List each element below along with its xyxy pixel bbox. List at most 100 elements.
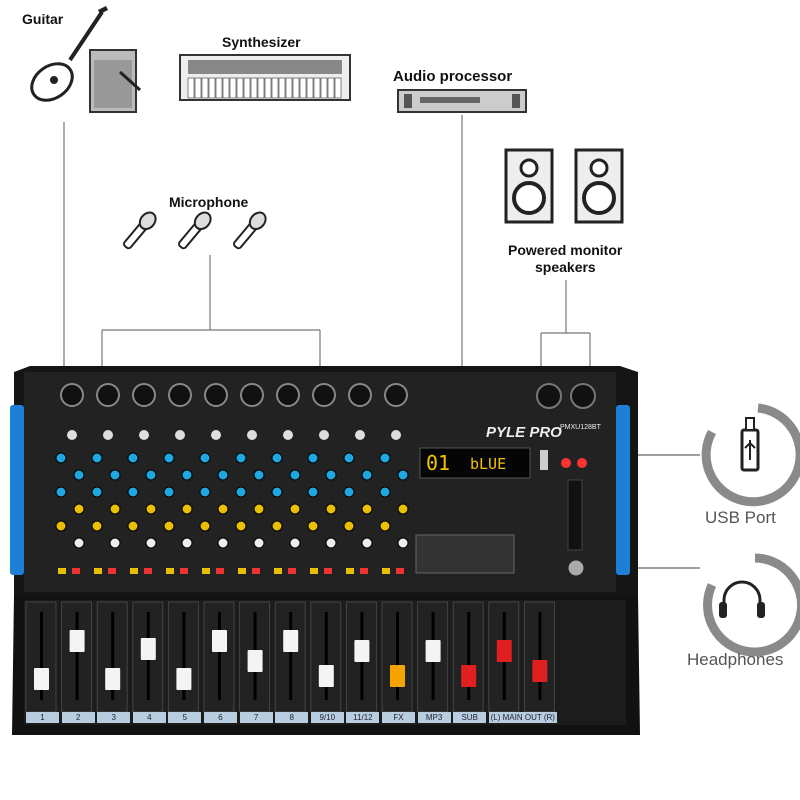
knob: [217, 503, 229, 515]
knob: [289, 503, 301, 515]
fader-knob[interactable]: [212, 630, 227, 652]
button: [94, 568, 102, 574]
model-number: PMXU128BT: [560, 424, 601, 431]
fader-knob[interactable]: [390, 665, 405, 687]
channel-strip: [235, 383, 265, 574]
knob: [307, 520, 319, 532]
fader-knob[interactable]: [105, 668, 121, 690]
knob: [199, 520, 211, 532]
fader-knob[interactable]: [318, 665, 334, 687]
input-jack: [132, 383, 156, 407]
microphone-icons: [123, 211, 267, 250]
fader-knob[interactable]: [354, 640, 370, 662]
knob: [145, 537, 157, 549]
input-jack: [276, 383, 300, 407]
fader-track: [75, 612, 79, 700]
gain-knob: [391, 430, 401, 440]
fader-label: 2: [61, 712, 95, 723]
fader-label: 5: [168, 712, 202, 723]
knob: [109, 469, 121, 481]
input-jack: [312, 383, 336, 407]
knob: [181, 537, 193, 549]
fader-knob[interactable]: [176, 668, 192, 690]
knob: [91, 520, 103, 532]
fader-knob[interactable]: [496, 640, 512, 662]
fader-label: 9/10: [310, 712, 344, 723]
fader-knob[interactable]: [69, 630, 85, 652]
knob: [163, 452, 175, 464]
fader-label: FX: [382, 712, 415, 723]
fader-knob[interactable]: [425, 640, 441, 662]
fader-label: 7: [239, 712, 273, 723]
button: [166, 568, 174, 574]
gain-knob: [319, 430, 329, 440]
knob: [127, 486, 139, 498]
fader-label: (L) MAIN OUT (R): [488, 712, 557, 723]
fader-knob[interactable]: [532, 660, 548, 682]
knob: [253, 469, 265, 481]
fader-knob[interactable]: [283, 630, 299, 652]
gain-knob: [211, 430, 221, 440]
usb-port-label: USB Port: [705, 508, 776, 527]
button: [202, 568, 210, 574]
gain-knob: [103, 430, 113, 440]
usb-callout: [701, 403, 800, 507]
knob: [271, 520, 283, 532]
fader-track: [467, 612, 471, 700]
knob: [145, 469, 157, 481]
button: [72, 568, 80, 574]
channel-strip: [379, 383, 409, 574]
channel-strip: [127, 383, 157, 574]
knob: [55, 452, 67, 464]
button: [324, 568, 332, 574]
knob: [361, 503, 373, 515]
knob: [181, 469, 193, 481]
button: [216, 568, 224, 574]
fader-track: [396, 612, 399, 700]
knob: [271, 486, 283, 498]
microphone-icon: [178, 211, 212, 250]
knob: [271, 452, 283, 464]
button: [130, 568, 138, 574]
knob: [379, 520, 391, 532]
input-jack: [60, 383, 84, 407]
knob: [379, 486, 391, 498]
fader-label: 11/12: [346, 712, 380, 723]
button: [238, 568, 246, 574]
knob: [343, 486, 355, 498]
knob: [307, 452, 319, 464]
microphone-icon: [123, 211, 157, 250]
knob: [253, 503, 265, 515]
knob: [91, 452, 103, 464]
knob: [343, 520, 355, 532]
gain-knob: [247, 430, 257, 440]
knob: [289, 469, 301, 481]
input-jack: [204, 383, 228, 407]
fader-knob[interactable]: [34, 668, 49, 690]
guitar-icon: [30, 6, 108, 102]
knob: [55, 486, 67, 498]
microphone-icon: [233, 211, 267, 250]
fader-knob[interactable]: [140, 638, 156, 660]
button: [58, 568, 66, 574]
knob: [163, 486, 175, 498]
knob: [127, 452, 139, 464]
speaker-icons: [504, 148, 624, 224]
knob: [217, 537, 229, 549]
knob: [55, 520, 67, 532]
knob: [73, 503, 85, 515]
knob: [397, 537, 409, 549]
knob: [199, 486, 211, 498]
fader-knob[interactable]: [247, 650, 263, 672]
button: [396, 568, 404, 574]
knob: [199, 452, 211, 464]
fader-knob[interactable]: [461, 665, 477, 687]
fader-track: [40, 612, 43, 700]
knob: [181, 503, 193, 515]
channel-strip: [271, 383, 301, 574]
gain-knob: [355, 430, 365, 440]
audio-processor-icon: [397, 89, 527, 113]
amplifier-icon: [89, 49, 142, 113]
